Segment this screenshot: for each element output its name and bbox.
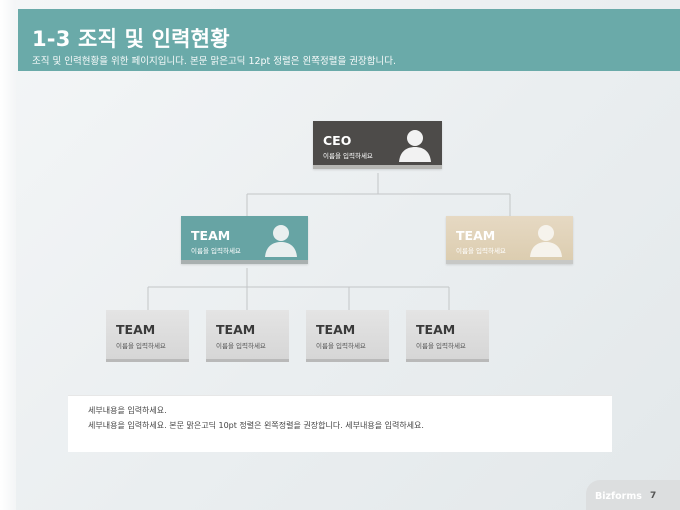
ceo-name-placeholder: 이름을 입력하세요: [323, 152, 373, 160]
ceo-box: CEO 이름을 입력하세요: [313, 121, 442, 169]
subteam-box-2: TEAM 이름을 입력하세요: [206, 310, 289, 362]
left-margin-strip: [0, 0, 16, 510]
subteam-name-placeholder: 이름을 입력하세요: [216, 342, 266, 350]
team-name-placeholder: 이름을 입력하세요: [191, 247, 241, 255]
subteam-box-4: TEAM 이름을 입력하세요: [406, 310, 489, 362]
team-name-placeholder: 이름을 입력하세요: [456, 247, 506, 255]
person-icon: [530, 225, 562, 257]
detail-line-2: 세부내용을 입력하세요. 본문 맑은고딕 10pt 정렬은 왼쪽정렬을 권장합니…: [88, 421, 424, 430]
ceo-label: CEO: [323, 133, 352, 148]
person-icon: [399, 130, 431, 162]
person-icon: [265, 225, 297, 257]
brand-label: Bizforms: [595, 491, 642, 502]
page-number: 7: [650, 491, 657, 501]
page-subtitle: 조직 및 인력현황을 위한 페이지입니다. 본문 맑은고딕 12pt 정렬은 왼…: [32, 56, 396, 67]
subteam-box-3: TEAM 이름을 입력하세요: [306, 310, 389, 362]
subteam-label: TEAM: [416, 322, 456, 337]
subteam-box-1: TEAM 이름을 입력하세요: [106, 310, 189, 362]
subteam-name-placeholder: 이름을 입력하세요: [316, 342, 366, 350]
team-box-secondary: TEAM 이름을 입력하세요: [446, 216, 573, 264]
detail-text-box: 세부내용을 입력하세요. 세부내용을 입력하세요. 본문 맑은고딕 10pt 정…: [68, 395, 612, 452]
subteam-label: TEAM: [316, 322, 356, 337]
team-label: TEAM: [191, 228, 231, 243]
subteam-name-placeholder: 이름을 입력하세요: [416, 342, 466, 350]
footer-tab: Bizforms 7: [586, 480, 680, 510]
team-box-primary: TEAM 이름을 입력하세요: [181, 216, 308, 264]
subteam-name-placeholder: 이름을 입력하세요: [116, 342, 166, 350]
subteam-label: TEAM: [116, 322, 156, 337]
detail-line-1: 세부내용을 입력하세요.: [88, 406, 167, 415]
header-bar: 1-3 조직 및 인력현황 조직 및 인력현황을 위한 페이지입니다. 본문 맑…: [18, 9, 680, 71]
subteam-label: TEAM: [216, 322, 256, 337]
page-title: 1-3 조직 및 인력현황: [32, 27, 230, 51]
team-label: TEAM: [456, 228, 496, 243]
